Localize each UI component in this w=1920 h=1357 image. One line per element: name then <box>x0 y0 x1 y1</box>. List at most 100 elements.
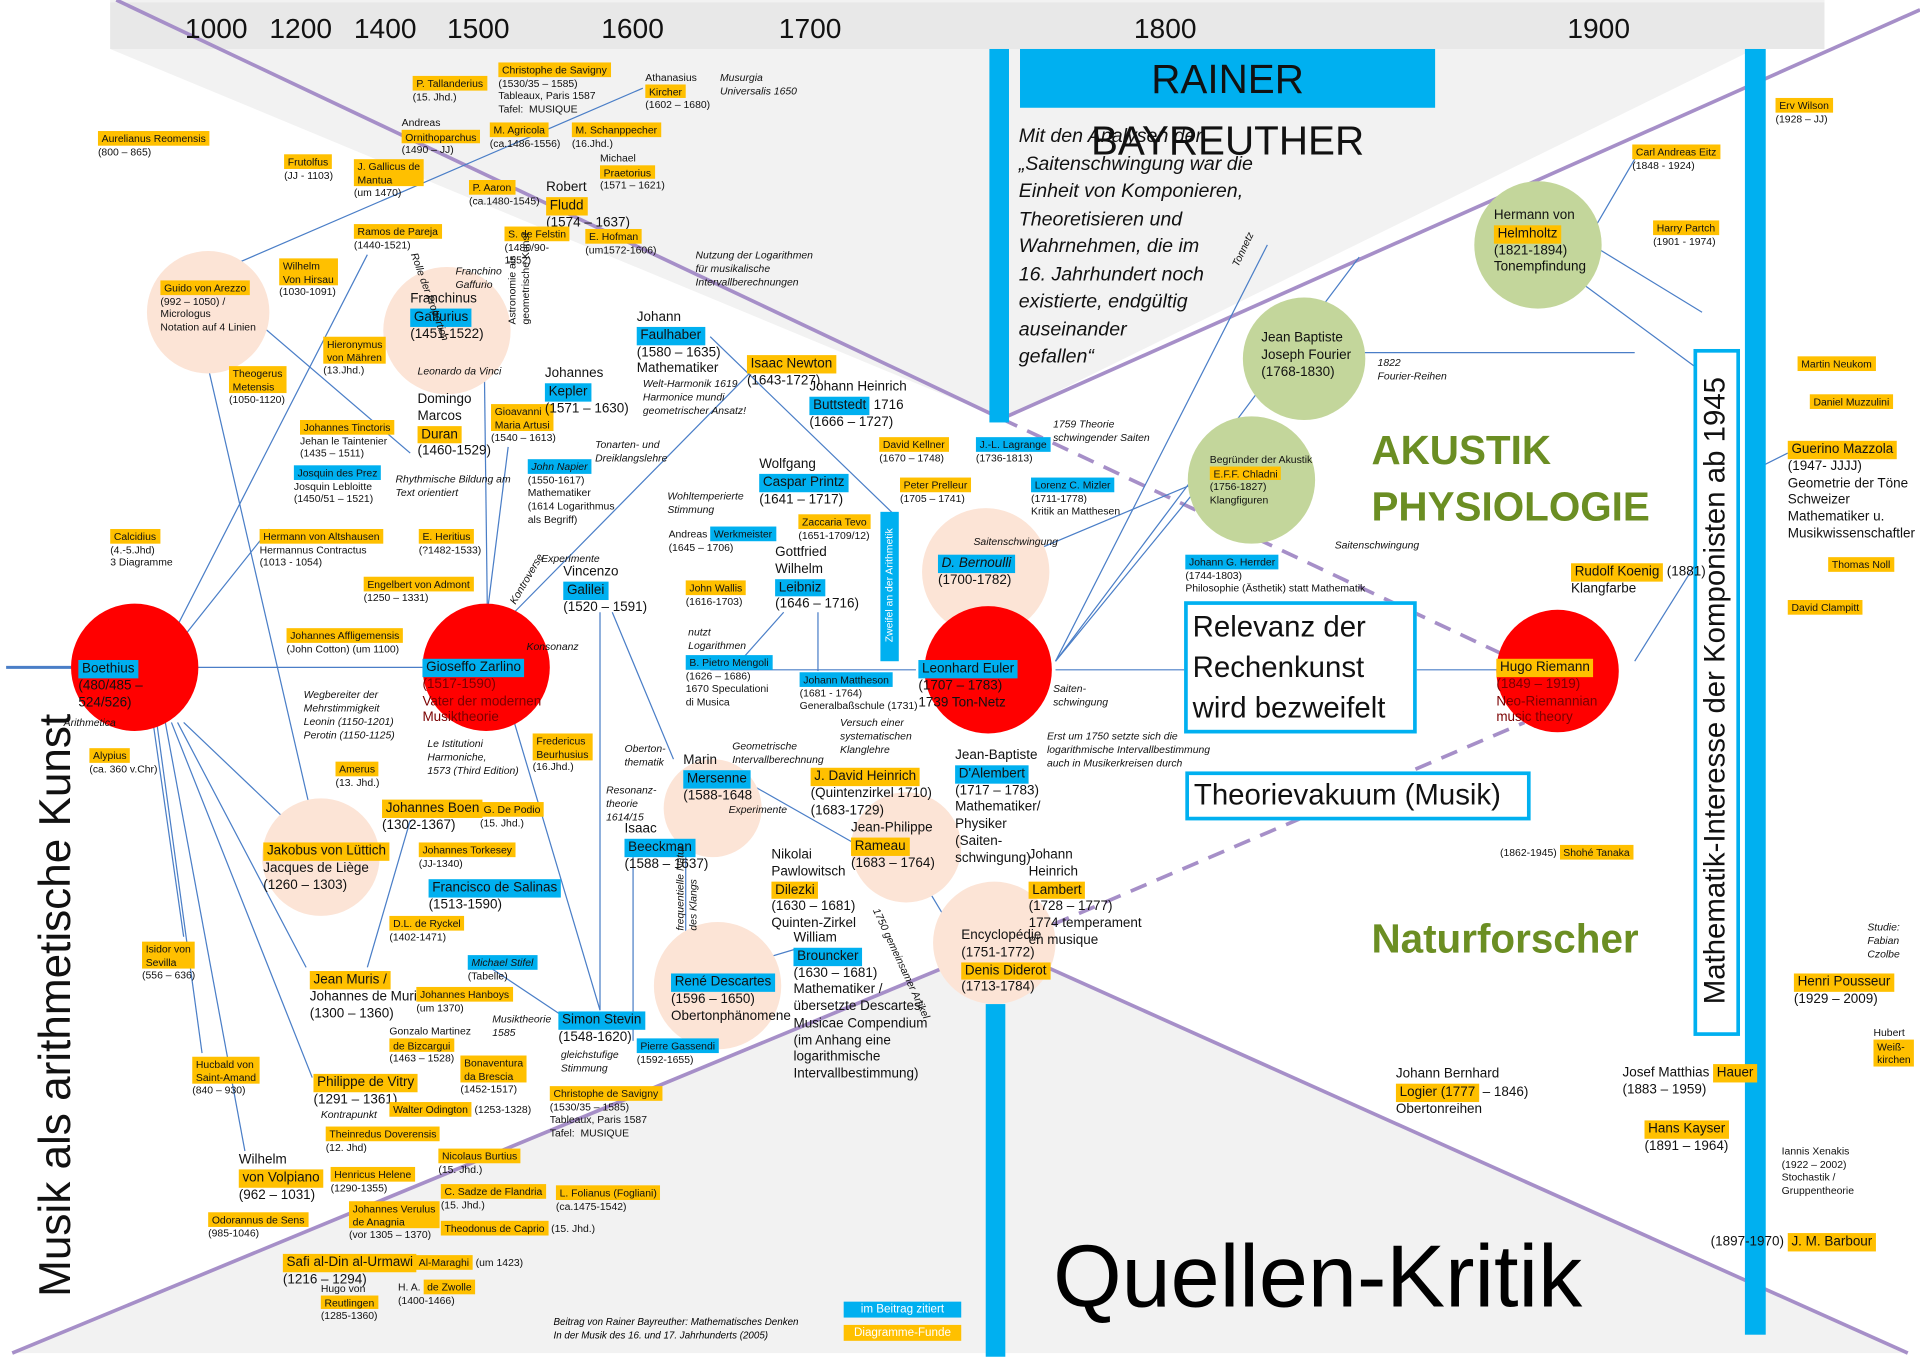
person-entry: J. Gallicus de Mantua(um 1470) <box>353 159 424 199</box>
person-prefix: Athanasius <box>645 71 697 84</box>
person-entry: Safi al-Din al-Urmawi(1216 – 1294) <box>282 1253 417 1289</box>
annotation-note: Franchino Gaffurio <box>455 264 502 291</box>
person-name: Ramos de Pareja <box>353 224 442 239</box>
person-entry: Jean Muris /Johannes de Muris(1300 – 136… <box>309 971 424 1023</box>
person-detail: Vater der modernen <box>422 693 542 709</box>
theory-vacuum-box: Theorievakuum (Musik) <box>1185 771 1531 821</box>
person-name: P. Aaron <box>468 180 515 195</box>
person-detail: (1630 – 1681) <box>793 965 878 981</box>
person-detail: Obertonphänomene <box>671 1008 791 1024</box>
person-detail: (1756-1827) <box>1209 480 1267 493</box>
person-detail: (15. Jhd.) <box>438 1162 483 1176</box>
person-prefix: Johann Heinrich <box>1028 847 1078 879</box>
person-detail: Micrologus <box>160 307 211 320</box>
person-detail: (um 1470) <box>353 186 402 199</box>
person-name: D. Bernoulli <box>937 554 1015 573</box>
person-detail: (um1572-1606) <box>585 243 657 256</box>
person-name: Nicolaus Burtius <box>438 1148 521 1163</box>
person-prefix: Johann Heinrich <box>809 379 907 395</box>
person-name: D.L. de Ryckel <box>389 915 465 931</box>
person-entry: Philippe de Vitry(1291 – 1361) <box>313 1073 418 1109</box>
person-detail: (um 1370) <box>416 1001 464 1014</box>
person-entry: Boethius(480/485 –524/526) <box>78 660 143 712</box>
person-detail: (1651-1709/12) <box>798 528 870 541</box>
person-detail: (1530/35 – 1585) <box>498 76 578 89</box>
person-suffix: (1253-1328) <box>471 1103 532 1116</box>
person-detail: Musiktheorie <box>422 710 499 726</box>
timeline-bar <box>110 2 1825 49</box>
person-name: Reutlingen <box>320 1295 378 1310</box>
diagonal-line <box>1000 8 1920 421</box>
annotation-note: frequentielle Natur des Klangs <box>673 845 700 931</box>
person-name: Frutolfus <box>284 154 332 169</box>
annotation-note: Studie: Fabian Czolbe <box>1867 920 1900 961</box>
person-detail: Josquin Lebloitte <box>293 479 372 492</box>
person-detail: (1849 – 1919) <box>1496 676 1581 692</box>
annotation-note: 1822 Fourier-Reihen <box>1377 356 1447 383</box>
person-name: Calcidius <box>110 528 160 544</box>
person-detail: Obertonreihen <box>1395 1101 1483 1117</box>
person-name: Lorenz C. Mizler <box>1031 477 1115 492</box>
person-entry: D. Bernoulli(1700-1782) <box>937 554 1015 590</box>
person-detail: (1260 – 1303) <box>263 877 348 893</box>
person-name: Johann Mattheson <box>799 672 893 687</box>
person-detail: Stochastik / <box>1781 1170 1836 1184</box>
person-entry: John Wallis(1616-1703) <box>685 580 746 607</box>
timeline-year: 1400 <box>353 12 417 45</box>
person-detail: 524/526) <box>78 694 132 710</box>
person-name: J. Gallicus de Mantua <box>353 159 424 187</box>
annotation-note: nutzt Logarithmen <box>688 625 747 652</box>
person-prefix: Begründer der Akustik <box>1209 453 1313 466</box>
person-detail: (1285-1360) <box>320 1309 378 1322</box>
person-prefix: Johann Bernhard <box>1395 1066 1500 1082</box>
composers-math-interest-label: Mathematik-Interesse der Komponisten ab … <box>1698 376 1733 1005</box>
person-detail: Tafel: MUSIQUE <box>498 102 578 115</box>
person-detail: (1300 – 1360) <box>309 1005 394 1021</box>
highlight-circle <box>146 251 270 374</box>
person-prefix: Jean-Baptiste <box>955 748 1038 763</box>
person-detail: Mathematiker <box>527 486 591 499</box>
annotation-note: Le Istitutioni Harmoniche, 1573 (Third E… <box>427 737 519 777</box>
person-detail: (1821-1894) <box>1493 243 1568 258</box>
person-entry: J. David Heinrich(Quintenzirkel 1710)(16… <box>810 767 932 820</box>
annotation-note: Saitenschwingung <box>1334 538 1420 552</box>
person-name: M. Agricola <box>489 122 549 137</box>
person-detail: Neo-Riemannian <box>1496 693 1598 709</box>
person-name: Beeckman <box>624 838 696 857</box>
person-name: Theinredus Doverensis <box>325 1126 441 1141</box>
person-detail: (1574 – 1637) <box>546 214 631 230</box>
person-detail: Generalbaßschule (1731) <box>799 699 918 712</box>
person-name: Fludd <box>546 196 588 215</box>
person-suffix: – 1846) <box>1478 1084 1529 1100</box>
person-detail: (1883 – 1959) <box>1622 1082 1707 1097</box>
person-detail: (JJ - 1103) <box>284 168 334 181</box>
annotation-note: Saiten- schwingung <box>1053 682 1109 708</box>
person-entry: Fredericus Beurhusius(16.Jhd.) <box>532 733 593 773</box>
person-entry: Isidor von Sevilla(556 – 636) <box>142 941 195 982</box>
person-entry: Gioavanni Maria Artusi(1540 – 1613) <box>491 404 556 444</box>
citation: Beitrag von Rainer Bayreuther: Mathemati… <box>553 1316 799 1341</box>
arithmetic-doubt-bar: Zweifel an der Arithmetik <box>880 511 899 662</box>
person-name: Leibniz <box>775 578 826 597</box>
naturalists-zone-title: Naturforscher <box>1371 915 1639 962</box>
era-divider-bar <box>1744 48 1766 1335</box>
person-name: Christophe de Savigny <box>549 1086 662 1101</box>
person-name: Rudolf Koenig <box>1571 563 1664 582</box>
person-detail: (1891 – 1964) <box>1644 1138 1729 1154</box>
person-name: Jean Muris / <box>309 971 391 990</box>
annotation-note: Saitenschwingung <box>973 535 1058 548</box>
person-entry: D.L. de Ryckel(1402-1471) <box>389 915 465 943</box>
person-detail: Philosophie (Ästhetik) statt Mathematik <box>1185 581 1366 595</box>
person-name: M. Schanppecher <box>571 122 661 137</box>
person-name: Thomas Noll <box>1828 557 1894 572</box>
person-entry: Walter Odington (1253-1328) <box>389 1102 532 1117</box>
person-entry: Daniel Muzzulini <box>1809 394 1893 409</box>
